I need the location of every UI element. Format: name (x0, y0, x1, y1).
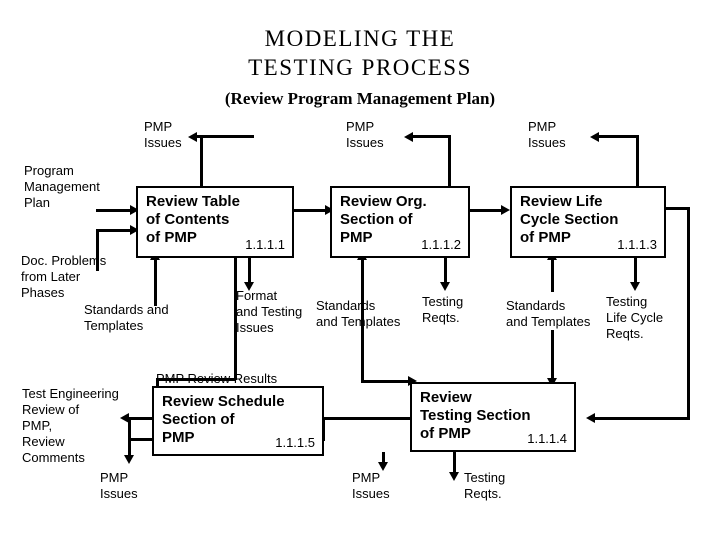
connector-box3-lifecycle-vertical (634, 258, 637, 286)
arrow-box3-issues (590, 132, 599, 142)
process-box-review-table-of-contents[interactable]: Review Table of Contents of PMP 1.1.1.1 (136, 186, 294, 258)
label-pmp-issues-3: PMP Issues (528, 119, 566, 150)
arrow-mid-to-box4 (408, 376, 417, 386)
label-standards-templates-1: Standards and Templates (84, 302, 169, 333)
connector-box3-right-out (664, 207, 690, 210)
connector-pmp-to-box1 (96, 209, 134, 212)
connector-box2-issues-vertical (448, 135, 451, 188)
connector-box1-to-box5-vertical (234, 258, 237, 380)
connector-box4-issues-vertical (382, 452, 385, 466)
connector-box3-issues-horizontal (598, 135, 639, 138)
connector-box1-format-vertical (248, 258, 251, 286)
label-pmp-review-results: PMP Review Results (156, 371, 278, 386)
connector-box1-issues-vertical (200, 135, 203, 188)
label-testing-reqts-2: Testing Reqts. (464, 470, 506, 501)
page-title: MODELING THE TESTING PROCESS (Review Pro… (0, 24, 720, 109)
connector-standards3-to-box4 (551, 330, 554, 382)
title-line-2: TESTING PROCESS (248, 55, 472, 80)
connector-box1-to-box2 (294, 209, 330, 212)
connector-right-loop-bottom (594, 417, 690, 420)
label-standards-templates-3: Standards and Templates (506, 298, 591, 329)
arrow-box5-to-testeng (120, 413, 129, 423)
label-test-engineering-review: Test Engineering Review of PMP, Review C… (22, 386, 119, 465)
arrow-box1-to-box2 (325, 205, 334, 215)
arrow-box1-format-issues (244, 282, 254, 291)
connector-box2-to-box4-vertical (361, 292, 364, 382)
connector-box3-issues-vertical (636, 135, 639, 188)
process-box-title: Review Life Cycle Section of PMP (520, 193, 619, 246)
process-box-title: Review Org. Section of PMP (340, 193, 427, 246)
connector-box1-issues-horizontal (196, 135, 254, 138)
process-box-review-schedule-section[interactable]: Review Schedule Section of PMP 1.1.1.5 (152, 386, 324, 456)
arrow-box2-to-box3 (501, 205, 510, 215)
arrow-box5-issues (124, 455, 134, 464)
label-program-management-plan: Program Management Plan (24, 163, 100, 210)
connector-box5-issues-horizontal (128, 438, 160, 441)
connector-docproblems-vertical (96, 229, 99, 271)
connector-box4-to-box5 (324, 417, 410, 420)
arrow-box4-testing-reqts (449, 472, 459, 481)
connector-right-loop-vertical (687, 207, 690, 419)
label-testing-reqts-1: Testing Reqts. (422, 294, 464, 325)
process-box-review-life-cycle-section[interactable]: Review Life Cycle Section of PMP 1.1.1.3 (510, 186, 666, 258)
arrow-right-loop-to-box4 (586, 413, 595, 423)
label-standards-templates-2: Standards and Templates (316, 298, 401, 329)
process-box-review-org-section[interactable]: Review Org. Section of PMP 1.1.1.2 (330, 186, 470, 258)
arrow-box2-issues (404, 132, 413, 142)
connector-box2-to-box4-horizontal (361, 380, 413, 383)
connector-standards1-vertical (154, 258, 157, 306)
connector-box2-testingreqts-vertical (444, 258, 447, 286)
connector-standards3-vertical (551, 258, 554, 292)
arrow-box3-lifecycle-reqts (630, 282, 640, 291)
process-box-title: Review Schedule Section of PMP (162, 393, 285, 446)
connector-box2-issues-horizontal (412, 135, 451, 138)
connector-box1-to-box5-horizontal (156, 378, 236, 381)
process-box-number: 1.1.1.2 (421, 237, 461, 252)
arrow-box2-testing-reqts (440, 282, 450, 291)
arrow-docproblems-to-box1 (130, 225, 139, 235)
process-box-title: Review Testing Section of PMP (420, 389, 531, 442)
connector-box2-to-box3 (470, 209, 506, 212)
process-box-review-testing-section[interactable]: Review Testing Section of PMP 1.1.1.4 (410, 382, 576, 452)
connector-box5-entry-vertical (156, 378, 159, 392)
label-format-testing-issues: Format and Testing Issues (236, 288, 303, 335)
connector-standards2-vertical (361, 258, 364, 292)
arrow-box1-issues (188, 132, 197, 142)
title-line-1: MODELING THE (264, 26, 456, 51)
connector-box4-testingreqts-vertical (453, 452, 456, 476)
process-box-number: 1.1.1.3 (617, 237, 657, 252)
label-pmp-issues-box4: PMP Issues (352, 470, 390, 501)
label-pmp-issues-1: PMP Issues (144, 119, 182, 150)
title-subtitle: (Review Program Management Plan) (224, 89, 496, 108)
process-box-number: 1.1.1.4 (527, 431, 567, 446)
label-doc-problems: Doc. Problems from Later Phases (21, 253, 107, 300)
label-pmp-issues-2: PMP Issues (346, 119, 384, 150)
arrow-box4-issues (378, 462, 388, 471)
process-box-number: 1.1.1.5 (275, 435, 315, 450)
label-pmp-issues-box5: PMP Issues (100, 470, 138, 501)
process-box-title: Review Table of Contents of PMP (146, 193, 240, 246)
label-testing-life-cycle-reqts: Testing Life Cycle Reqts. (606, 294, 664, 341)
connector-docproblems-horizontal (96, 229, 134, 232)
process-box-number: 1.1.1.1 (245, 237, 285, 252)
arrow-pmp-to-box1 (130, 205, 139, 215)
